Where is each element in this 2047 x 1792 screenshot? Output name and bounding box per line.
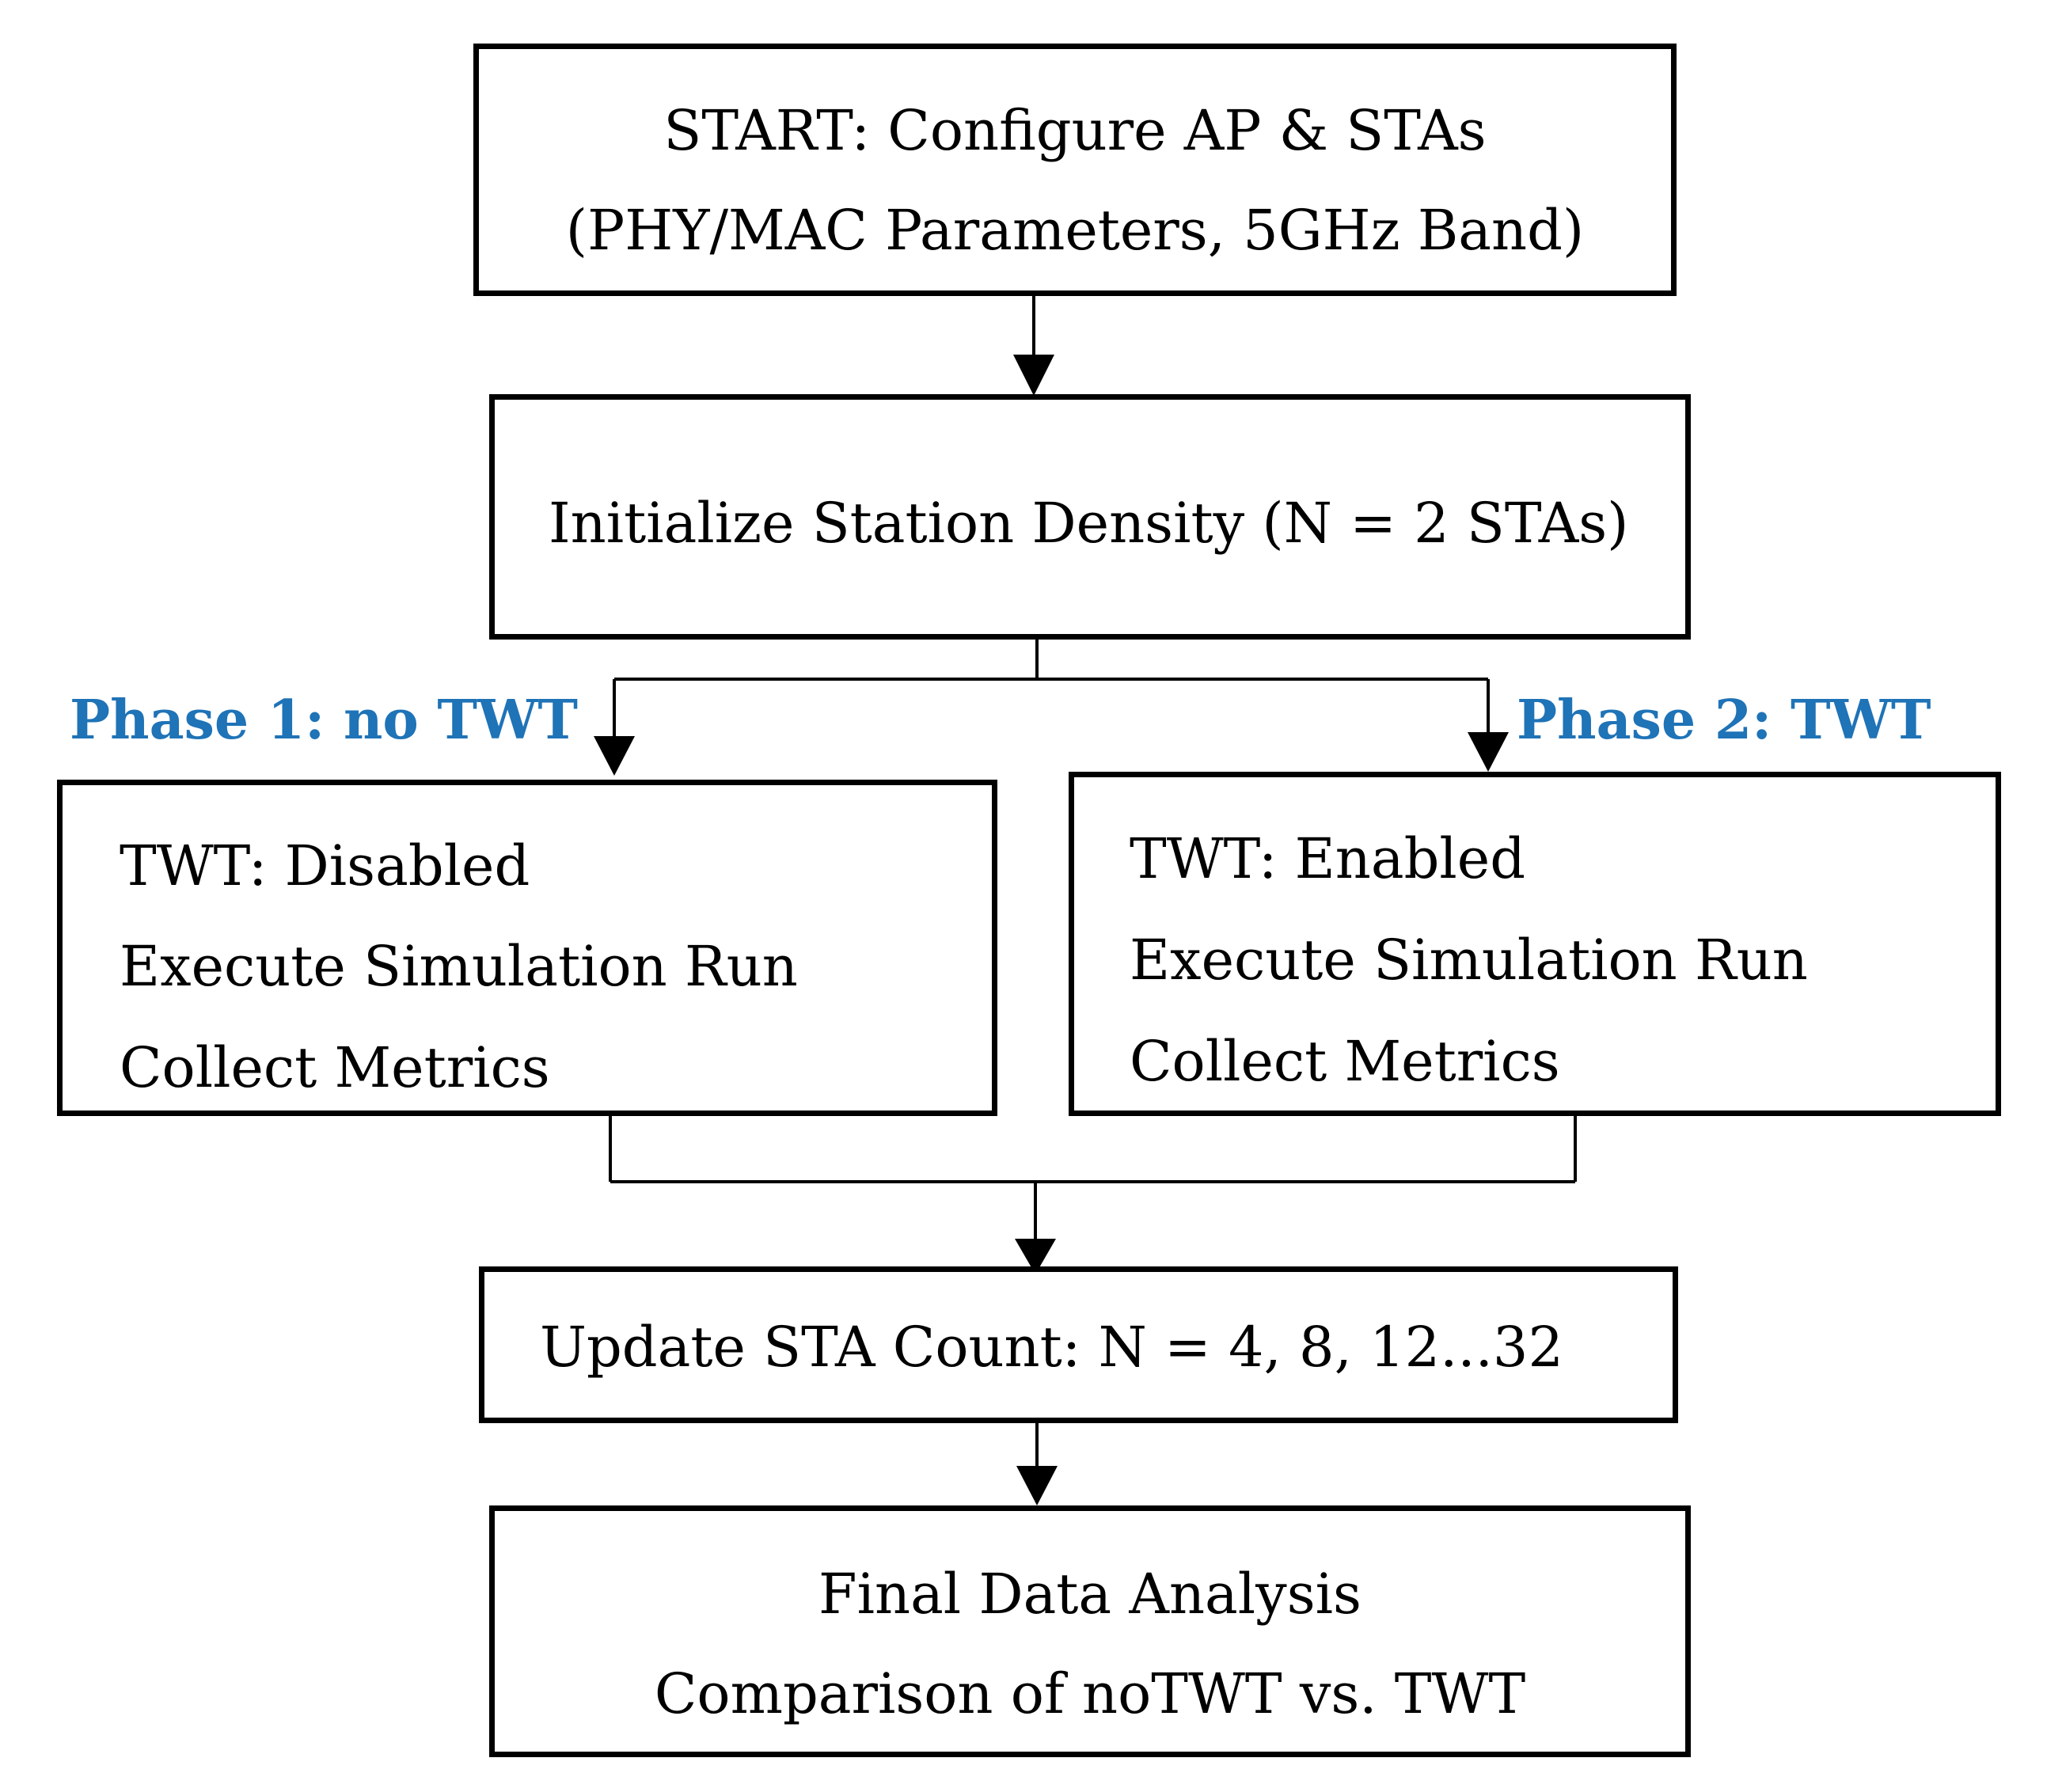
phase2-line3: Collect Metrics [1130, 1029, 1560, 1094]
phase1-line1: TWT: Disabled [120, 833, 530, 898]
start-line2: (PHY/MAC Parameters, 5GHz Band) [565, 198, 1585, 263]
phase1-line2: Execute Simulation Run [120, 934, 798, 999]
update-line1: Update STA Count: N = 4, 8, 12...32 [540, 1315, 1563, 1380]
phase1-label: Phase 1: no TWT [70, 689, 578, 752]
phase1-line3: Collect Metrics [120, 1035, 550, 1100]
arrowhead-phase1 [594, 736, 635, 776]
final-line1: Final Data Analysis [818, 1562, 1362, 1627]
final-node: Final Data Analysis Comparison of noTWT … [489, 1505, 1691, 1757]
arrowhead-final [1016, 1466, 1058, 1505]
phase2-line1: TWT: Enabled [1130, 826, 1526, 891]
arrowhead-init [1013, 355, 1054, 396]
initialize-node: Initialize Station Density (N = 2 STAs) [489, 394, 1691, 640]
arrowhead-update [1015, 1239, 1056, 1274]
phase2-node: TWT: Enabled Execute Simulation Run Coll… [1069, 772, 2001, 1116]
arrowhead-phase2 [1468, 732, 1509, 772]
initialize-line1: Initialize Station Density (N = 2 STAs) [549, 491, 1629, 556]
phase2-label: Phase 2: TWT [1517, 689, 1931, 752]
start-node: START: Configure AP & STAs (PHY/MAC Para… [473, 44, 1677, 296]
update-node: Update STA Count: N = 4, 8, 12...32 [479, 1266, 1678, 1423]
final-line2: Comparison of noTWT vs. TWT [654, 1661, 1526, 1726]
phase1-node: TWT: Disabled Execute Simulation Run Col… [57, 780, 997, 1116]
start-line1: START: Configure AP & STAs [663, 98, 1487, 163]
phase2-line2: Execute Simulation Run [1130, 928, 1808, 993]
